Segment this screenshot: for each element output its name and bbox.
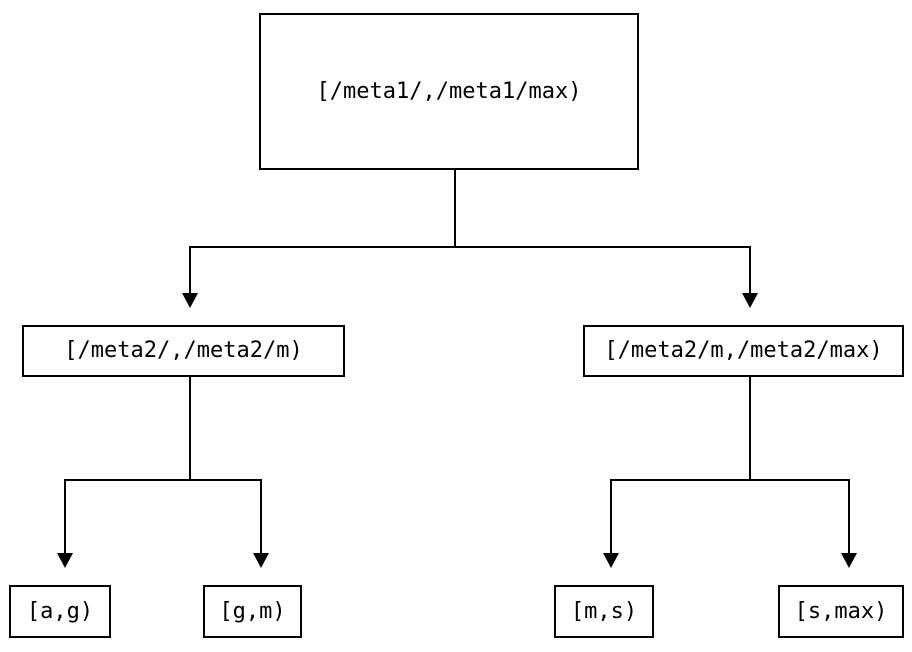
arrowhead-leaf-ag-icon [57, 553, 73, 568]
node-left-child: [/meta2/,/meta2/m) [22, 325, 345, 377]
arrowheads-right-leaves [603, 553, 857, 568]
arrowheads-level-1 [182, 293, 758, 308]
arrowhead-leaf-gm-icon [253, 553, 269, 568]
node-root: [/meta1/,/meta1/max) [259, 13, 639, 170]
node-leaf-gm: [g,m) [203, 585, 302, 638]
node-leaf-smax: [s,max) [778, 585, 904, 638]
edges-left-child-to-leaves [64, 377, 262, 553]
arrowhead-left-child-icon [182, 293, 198, 308]
node-right-child: [/meta2/m,/meta2/max) [583, 325, 904, 377]
node-leaf-ag: [a,g) [9, 585, 111, 638]
arrowhead-leaf-smax-icon [841, 553, 857, 568]
node-leaf-ms: [m,s) [554, 585, 654, 638]
edges-right-child-to-leaves [610, 377, 850, 553]
arrowhead-leaf-ms-icon [603, 553, 619, 568]
arrowhead-right-child-icon [742, 293, 758, 308]
arrowheads-left-leaves [57, 553, 269, 568]
edges-root-to-children [189, 170, 751, 294]
